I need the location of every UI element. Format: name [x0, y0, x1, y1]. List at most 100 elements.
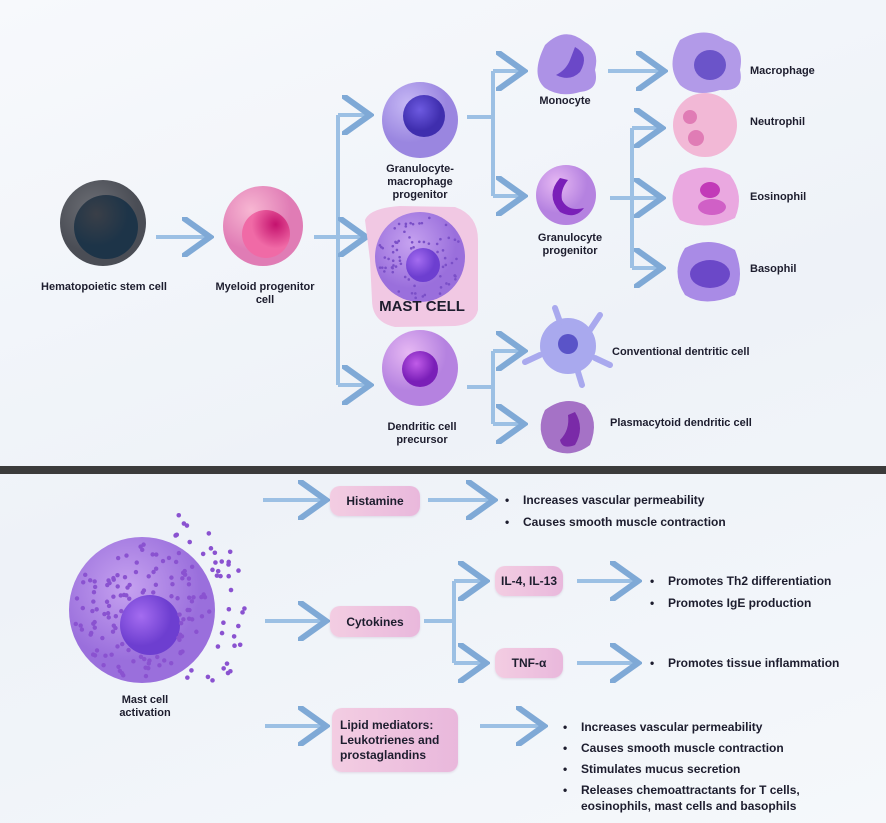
- granule: [227, 549, 233, 555]
- granule: [200, 551, 206, 557]
- granule: [176, 512, 182, 518]
- granule: [407, 278, 411, 281]
- effect-item: Causes smooth muscle contraction: [505, 514, 726, 530]
- label-macrophage: Macrophage: [750, 65, 815, 77]
- granule: [427, 242, 431, 245]
- granule: [79, 627, 85, 632]
- granule: [186, 576, 192, 581]
- granule: [240, 610, 245, 615]
- granule: [187, 595, 192, 600]
- granule: [127, 596, 132, 601]
- granule: [399, 262, 403, 266]
- granule: [94, 607, 99, 612]
- conventional-dendritic-icon: [522, 305, 613, 388]
- granule: [88, 632, 93, 637]
- granule: [447, 283, 451, 286]
- granule: [169, 660, 174, 666]
- granule: [384, 266, 387, 270]
- granule: [181, 521, 187, 526]
- effect-item: Causes smooth muscle contraction: [563, 740, 833, 756]
- granule: [92, 625, 97, 630]
- granule: [92, 619, 97, 625]
- granule: [118, 593, 123, 598]
- granule: [160, 558, 166, 564]
- granule: [210, 567, 215, 573]
- granule: [383, 270, 386, 273]
- granule: [444, 223, 448, 227]
- plasmacytoid-dendritic-icon: [540, 401, 594, 454]
- granule: [439, 237, 442, 241]
- granule: [83, 572, 88, 578]
- granule: [444, 263, 448, 267]
- granule: [91, 590, 97, 595]
- granule: [404, 222, 408, 226]
- granule: [226, 573, 231, 579]
- granule: [391, 250, 395, 254]
- pill-lipid-mediators: Lipid mediators: Leukotrienes and prosta…: [332, 708, 458, 772]
- granule: [208, 546, 214, 551]
- granule: [133, 569, 139, 575]
- granule: [411, 222, 415, 226]
- granule: [210, 678, 215, 683]
- effect-item: Stimulates mucus secretion: [563, 761, 833, 777]
- granule: [202, 595, 208, 600]
- granule: [395, 248, 399, 252]
- granule: [391, 244, 395, 248]
- granule: [409, 221, 412, 225]
- granule: [215, 644, 221, 649]
- granule: [242, 606, 247, 611]
- granule: [111, 623, 116, 628]
- granule: [378, 244, 382, 247]
- granule: [391, 266, 394, 270]
- granule: [412, 245, 415, 249]
- granule: [391, 259, 395, 263]
- granule: [81, 580, 86, 585]
- granule: [116, 664, 121, 669]
- macrophage-icon: [672, 32, 741, 94]
- granule: [155, 654, 160, 660]
- granule: [408, 236, 411, 239]
- granule: [392, 264, 395, 267]
- mast-cell-icon: [375, 212, 465, 302]
- granule: [101, 662, 106, 668]
- granule: [119, 608, 124, 614]
- hematopoietic-stem-cell-icon: [60, 180, 146, 266]
- granule: [228, 587, 234, 593]
- granule: [106, 578, 111, 583]
- granule: [173, 533, 178, 538]
- granule: [218, 573, 223, 579]
- granule: [181, 617, 186, 622]
- granule: [106, 603, 112, 609]
- granule: [226, 562, 231, 567]
- granule: [410, 291, 414, 295]
- granule: [409, 247, 413, 250]
- granule: [109, 652, 114, 657]
- granule: [391, 270, 395, 274]
- granule: [207, 609, 212, 614]
- granule: [175, 596, 180, 601]
- label-mast-cell: MAST CELL: [379, 298, 465, 315]
- granule: [185, 675, 190, 680]
- granule: [441, 249, 445, 252]
- effect-item: Releases chemoattractants for T cells, e…: [563, 782, 833, 814]
- label-gmp: Granulocyte-macrophage progenitor: [386, 163, 454, 201]
- label-plasmacytoid-dendritic: Plasmacytoid dendritic cell: [610, 417, 752, 429]
- granule: [221, 620, 226, 626]
- granule: [91, 599, 96, 604]
- granule: [166, 555, 172, 561]
- granule: [154, 552, 159, 557]
- granule: [138, 544, 143, 549]
- granule: [103, 653, 108, 658]
- granule: [438, 292, 442, 295]
- granule: [178, 649, 183, 655]
- granule: [215, 568, 221, 574]
- granule: [435, 242, 439, 246]
- granule: [180, 576, 185, 581]
- granule: [127, 582, 132, 588]
- label-monocyte: Monocyte: [539, 95, 591, 107]
- granule: [213, 560, 218, 565]
- granule: [151, 590, 156, 595]
- granule: [78, 623, 83, 628]
- granule: [115, 644, 120, 649]
